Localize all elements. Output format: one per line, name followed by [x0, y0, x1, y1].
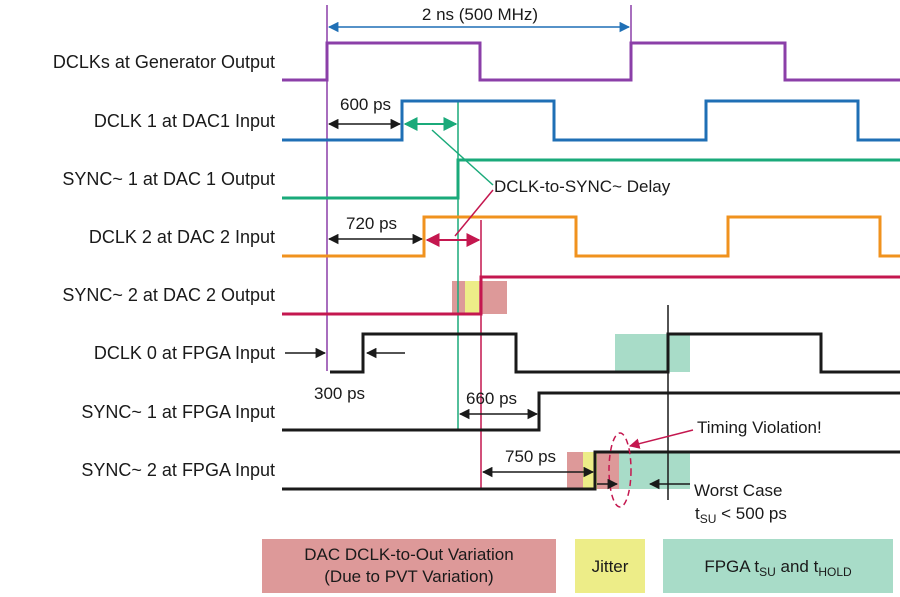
signal-labels: DCLKs at Generator Output DCLK 1 at DAC1…	[53, 52, 275, 480]
legend: DAC DCLK-to-Out Variation (Due to PVT Va…	[262, 539, 893, 593]
legend-variation-line1: DAC DCLK-to-Out Variation	[304, 545, 513, 564]
legend-fpga-swatch	[663, 539, 893, 593]
delay-750-label: 750 ps	[505, 447, 556, 466]
delay-600-label: 600 ps	[340, 95, 391, 114]
delay-annotations: 600 ps 720 ps DCLK-to-SYNC~ Delay 300 ps…	[285, 95, 671, 478]
dclk-to-sync-pointer-red	[454, 189, 494, 237]
jitter-window-sync2-dac	[465, 281, 479, 314]
violation-label: Timing Violation!	[697, 418, 822, 437]
violation-arrow	[628, 429, 694, 449]
delay-720-label: 720 ps	[346, 214, 397, 233]
legend-variation-line2: (Due to PVT Variation)	[324, 567, 493, 586]
wave-dclk0-fpga	[330, 332, 900, 374]
fpga-setup-hold-window-clk	[615, 334, 690, 372]
legend-variation-swatch	[262, 539, 556, 593]
tsu-sub: SU	[700, 512, 717, 526]
legend-fpga-and: and t	[776, 557, 819, 576]
signal-label-1: DCLK 1 at DAC1 Input	[94, 111, 275, 131]
signal-label-4: SYNC~ 2 at DAC 2 Output	[62, 285, 275, 305]
legend-fpga-su: SU	[759, 565, 776, 579]
wave-dclk1-dac1	[282, 99, 900, 142]
violation-ellipse	[608, 432, 632, 508]
wave-sync1-fpga	[282, 391, 900, 432]
legend-fpga-hold: HOLD	[818, 565, 852, 579]
wave-dclks-generator	[282, 41, 900, 82]
dclk-to-sync-label: DCLK-to-SYNC~ Delay	[494, 177, 671, 196]
variation-windows	[452, 281, 690, 489]
delay-660-label: 660 ps	[466, 389, 517, 408]
timing-violation-annotation: Timing Violation! Worst Case tSU < 500 p…	[597, 418, 822, 526]
legend-jitter-label: Jitter	[592, 557, 629, 576]
signal-label-2: SYNC~ 1 at DAC 1 Output	[62, 169, 275, 189]
period-label: 2 ns (500 MHz)	[422, 5, 538, 24]
wave-dclk2-dac2	[282, 215, 900, 258]
wave-sync1-dac1	[282, 158, 900, 200]
dclk-to-sync-pointer-green	[431, 129, 494, 186]
tsu-constraint-label: tSU < 500 ps	[695, 504, 787, 526]
signal-label-6: SYNC~ 1 at FPGA Input	[81, 402, 275, 422]
tsu-t: t	[695, 504, 700, 523]
signal-label-5: DCLK 0 at FPGA Input	[94, 343, 275, 363]
signal-label-3: DCLK 2 at DAC 2 Input	[89, 227, 275, 247]
legend-fpga-label: FPGA tSU and tHOLD	[704, 557, 852, 579]
period-annotation: 2 ns (500 MHz)	[327, 5, 631, 33]
waveforms	[282, 41, 900, 491]
signal-label-7: SYNC~ 2 at FPGA Input	[81, 460, 275, 480]
legend-jitter-swatch	[575, 539, 645, 593]
tsu-rest: < 500 ps	[716, 504, 786, 523]
signal-label-0: DCLKs at Generator Output	[53, 52, 275, 72]
worst-case-label: Worst Case	[694, 481, 783, 500]
wave-sync2-fpga	[282, 450, 900, 491]
legend-fpga-t: FPGA t	[704, 557, 759, 576]
wave-sync2-dac2	[282, 275, 900, 316]
delay-300-label: 300 ps	[314, 384, 365, 403]
